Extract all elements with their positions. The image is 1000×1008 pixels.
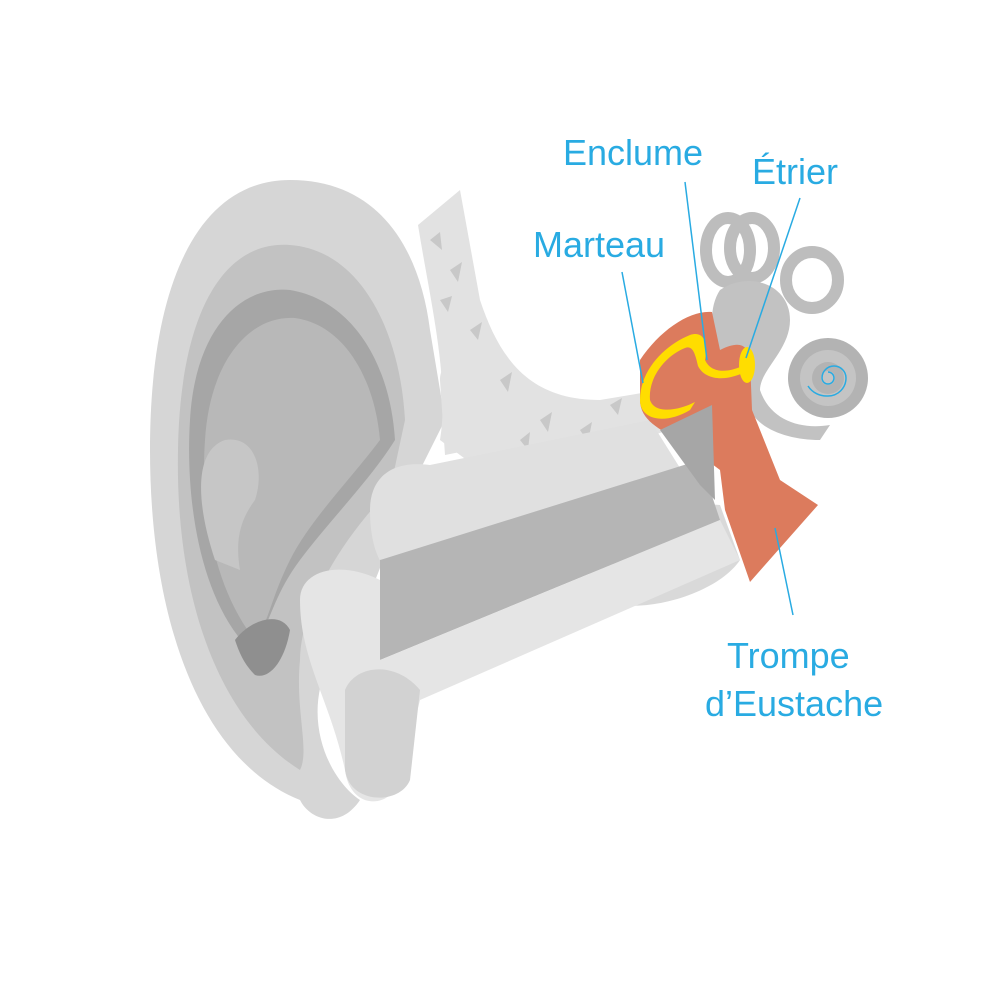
tympanic-shadow — [660, 405, 715, 500]
ear-canal — [380, 460, 720, 660]
label-marteau: Marteau — [533, 224, 665, 265]
concha-floor — [204, 317, 380, 640]
cochlea — [788, 338, 868, 418]
label-eustache: d’Eustache — [705, 683, 883, 724]
antihelix — [201, 439, 259, 570]
ear-lobe-bar — [345, 669, 420, 798]
stapes — [739, 347, 755, 383]
ear-canal-upper — [370, 420, 700, 577]
tragus-shadow — [235, 619, 290, 676]
semicircular-canals — [700, 212, 844, 314]
temporal-bone — [418, 190, 670, 470]
label-enclume: Enclume — [563, 132, 703, 173]
label-trompe: Trompe — [727, 635, 850, 676]
malleus — [640, 334, 745, 419]
leader-lines — [621, 181, 801, 616]
bone-texture — [430, 232, 622, 450]
protrusion — [440, 365, 470, 455]
middle-ear-eustachian-tube — [640, 311, 818, 582]
label-etrier: Étrier — [752, 151, 838, 192]
